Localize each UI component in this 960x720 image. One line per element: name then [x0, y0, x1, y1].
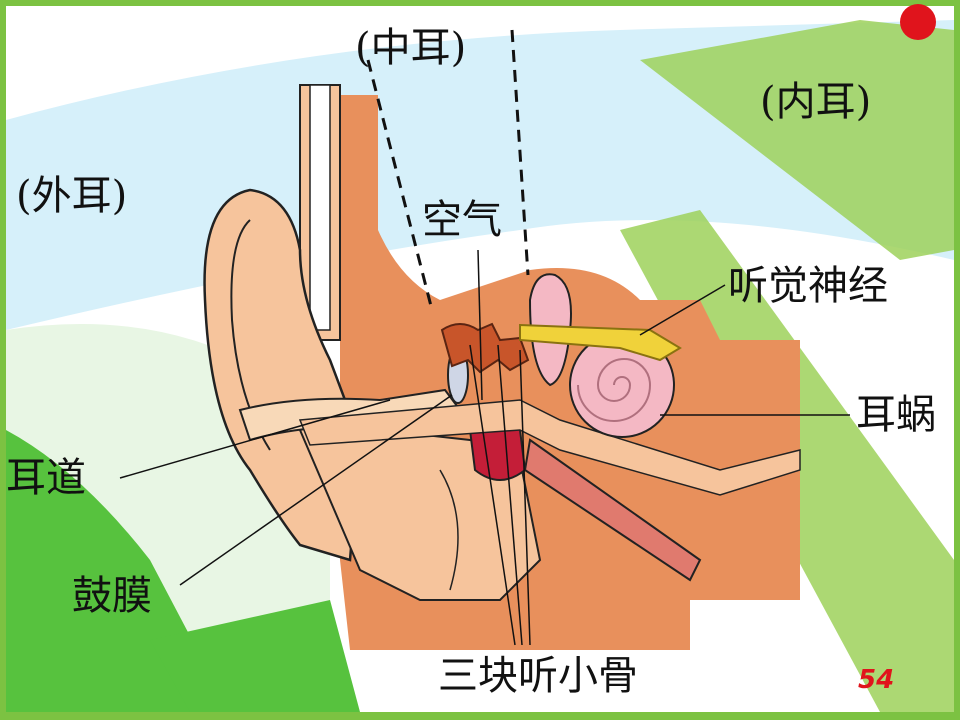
- middle-ear-label: (中耳): [355, 25, 467, 71]
- eardrum-leader: [179, 394, 453, 586]
- ossicles-shape: [440, 322, 530, 374]
- auditory-nerve-shape: [519, 323, 682, 362]
- eardrum-label: 鼓膜: [72, 573, 152, 619]
- page-number: 54: [858, 665, 895, 695]
- air-label: 空气: [422, 197, 502, 243]
- temporal-bone-wall: [298, 399, 801, 496]
- cochlea-spiral: [577, 358, 652, 422]
- background-green-wedge-bottom: [150, 600, 360, 712]
- auditory-nerve-leader: [639, 284, 726, 336]
- ear-canal-leader: [119, 399, 391, 479]
- middle-ear-boundary-left: [366, 59, 434, 311]
- inner-ear-label: (内耳): [760, 79, 872, 125]
- auditory-nerve-label: 听觉神经: [728, 263, 888, 309]
- ossicles-label: 三块听小骨: [438, 653, 638, 699]
- eustachian-tube: [523, 438, 702, 582]
- air-leader: [477, 249, 483, 401]
- corner-dot: [900, 4, 936, 40]
- middle-ear-boundary-right: [510, 29, 530, 276]
- ossicles-leader-3: [519, 349, 531, 646]
- skull-inner-layer: [309, 84, 331, 331]
- ossicles-leader-1: [469, 344, 516, 646]
- ossicles-leader-2: [497, 344, 523, 646]
- background-green-wedge-top: [640, 20, 954, 260]
- tissue-fold-line: [439, 469, 459, 591]
- outer-ear-label: (外耳): [16, 173, 128, 219]
- ear-canal-label: 耳道: [6, 455, 86, 501]
- cochlea-label: 耳蜗: [856, 392, 936, 438]
